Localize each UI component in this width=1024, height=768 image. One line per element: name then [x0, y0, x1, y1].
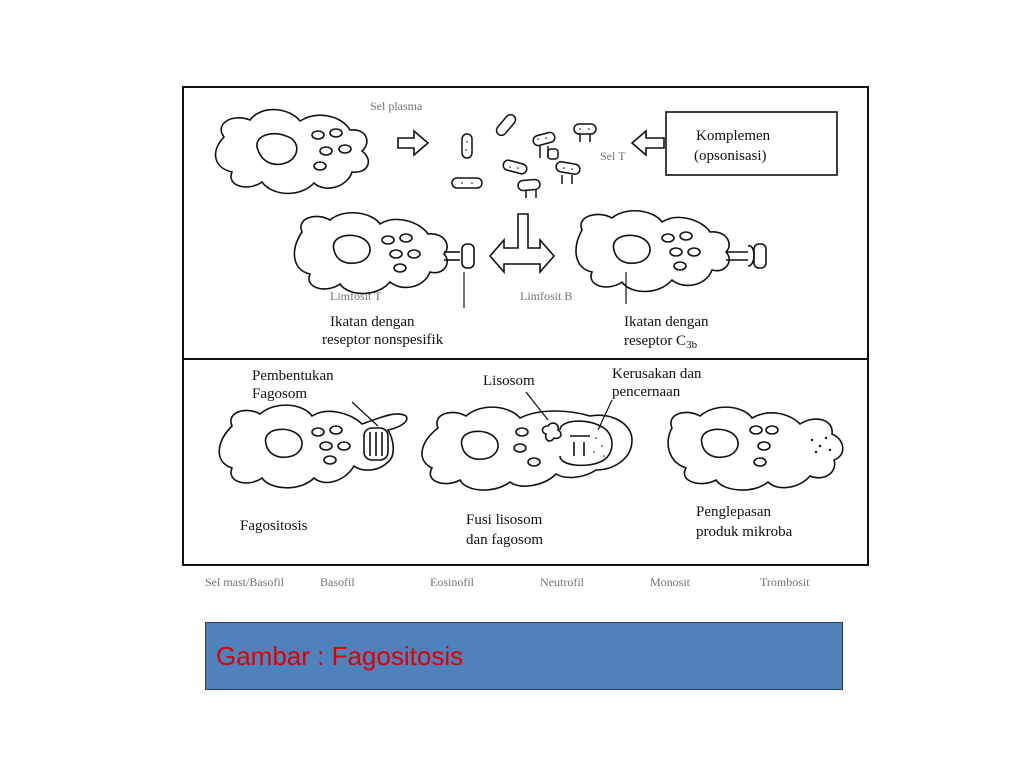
ikatan-nonspesifik-line2: reseptor nonspesifik: [322, 332, 444, 348]
faint-text-basofil: Basofil: [320, 575, 355, 589]
faint-text-monosit: Monosit: [650, 575, 691, 589]
opsonisasi-label: (opsonisasi): [694, 148, 767, 164]
faint-text-eosinofil: Eosinofil: [430, 575, 475, 589]
faint-text-limfosit-t: Limfosit T: [330, 289, 382, 303]
ikatan-c3b-text: reseptor C: [624, 333, 686, 349]
ikatan-c3b-line1: Ikatan dengan: [624, 314, 709, 330]
fusi-digest-dots: [593, 437, 605, 457]
faint-text-sel-plasma: Sel plasma: [370, 99, 423, 113]
macrophage-fagositosis: [218, 404, 408, 489]
faint-text-sel-t: Sel T: [600, 149, 626, 163]
ikatan-c3b-subscript: 3b: [686, 339, 698, 351]
penglepasan-label-line1: Penglepasan: [696, 504, 771, 520]
ikatan-c3b-line2: reseptor C3b: [624, 333, 698, 351]
figure-frame: [182, 86, 869, 566]
faint-text-limfosit-b: Limfosit B: [520, 289, 572, 303]
macrophage-fusi: [421, 406, 633, 491]
macrophage-penglepasan: [667, 406, 844, 491]
macrophage-c3b: [575, 210, 767, 293]
caption-box: Gambar : Fagositosis: [205, 622, 843, 690]
lisosom-label: Lisosom: [483, 373, 535, 389]
bacteria-dots: [461, 128, 590, 184]
kerusakan-label-line2: pencernaan: [612, 384, 681, 400]
macrophage-nonspecific: [293, 212, 475, 295]
pembentukan-label-line2: Fagosom: [252, 386, 307, 402]
faint-text-trombosit: Trombosit: [760, 575, 810, 589]
penglepasan-label-line2: produk mikroba: [696, 524, 793, 540]
split-arrow-icon: [488, 213, 556, 275]
faint-background-text: Sel plasma Sel T Limfosit T Limfosit B S…: [205, 99, 810, 589]
komplemen-box: [665, 111, 838, 176]
fagositosis-label: Fagositosis: [240, 518, 308, 534]
komplemen-label: Komplemen: [696, 128, 771, 144]
pointer-pembentukan: [351, 401, 379, 427]
faint-text-neutrofil: Neutrofil: [540, 575, 585, 589]
caption-text: Gambar : Fagositosis: [216, 641, 464, 671]
macrophage-top-left: [214, 108, 370, 195]
pembentukan-label-line1: Pembentukan: [252, 368, 334, 384]
left-arrow-icon: [630, 129, 665, 157]
bacteria-cluster: [451, 113, 597, 198]
pointer-lisosom: [525, 391, 549, 421]
kerusakan-label-line1: Kerusakan dan: [612, 366, 702, 382]
ikatan-nonspesifik-line1: Ikatan dengan: [330, 314, 415, 330]
fusi-label-line1: Fusi lisosom: [466, 512, 543, 528]
released-product-dots: [810, 436, 832, 454]
right-arrow-icon: [397, 129, 430, 157]
fusi-label-line2: dan fagosom: [466, 532, 543, 548]
faint-text-sel-mast: Sel mast/Basofil: [205, 575, 285, 589]
